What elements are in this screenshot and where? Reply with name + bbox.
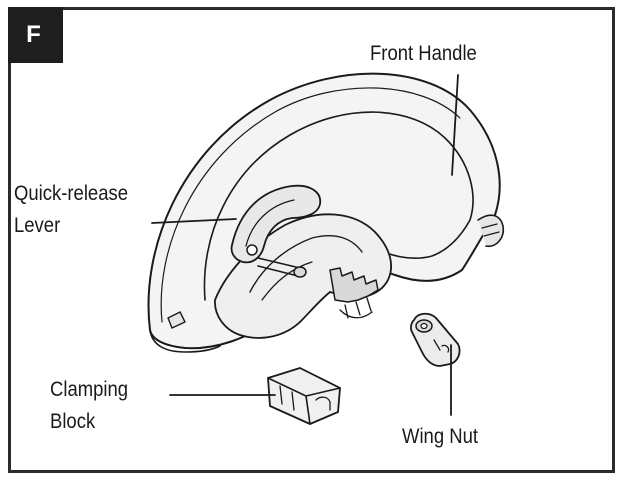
leader-front-handle bbox=[451, 74, 459, 176]
label-clamping-line2: Block bbox=[50, 410, 96, 433]
quick-release-lever-part bbox=[230, 184, 322, 278]
label-front-handle: Front Handle bbox=[370, 42, 477, 65]
label-clamping-line1: Clamping bbox=[50, 378, 129, 401]
figure-badge: F bbox=[8, 7, 63, 63]
clamping-block-part bbox=[267, 367, 341, 425]
front-handle-part bbox=[147, 72, 505, 353]
leader-lines bbox=[151, 74, 459, 416]
leader-quick-release bbox=[151, 218, 237, 224]
label-wing-nut: Wing Nut bbox=[402, 425, 478, 448]
label-quick-release-line2: Lever bbox=[14, 214, 61, 237]
wing-nut-part bbox=[410, 312, 461, 367]
label-quick-release-line1: Quick-release bbox=[14, 182, 129, 205]
